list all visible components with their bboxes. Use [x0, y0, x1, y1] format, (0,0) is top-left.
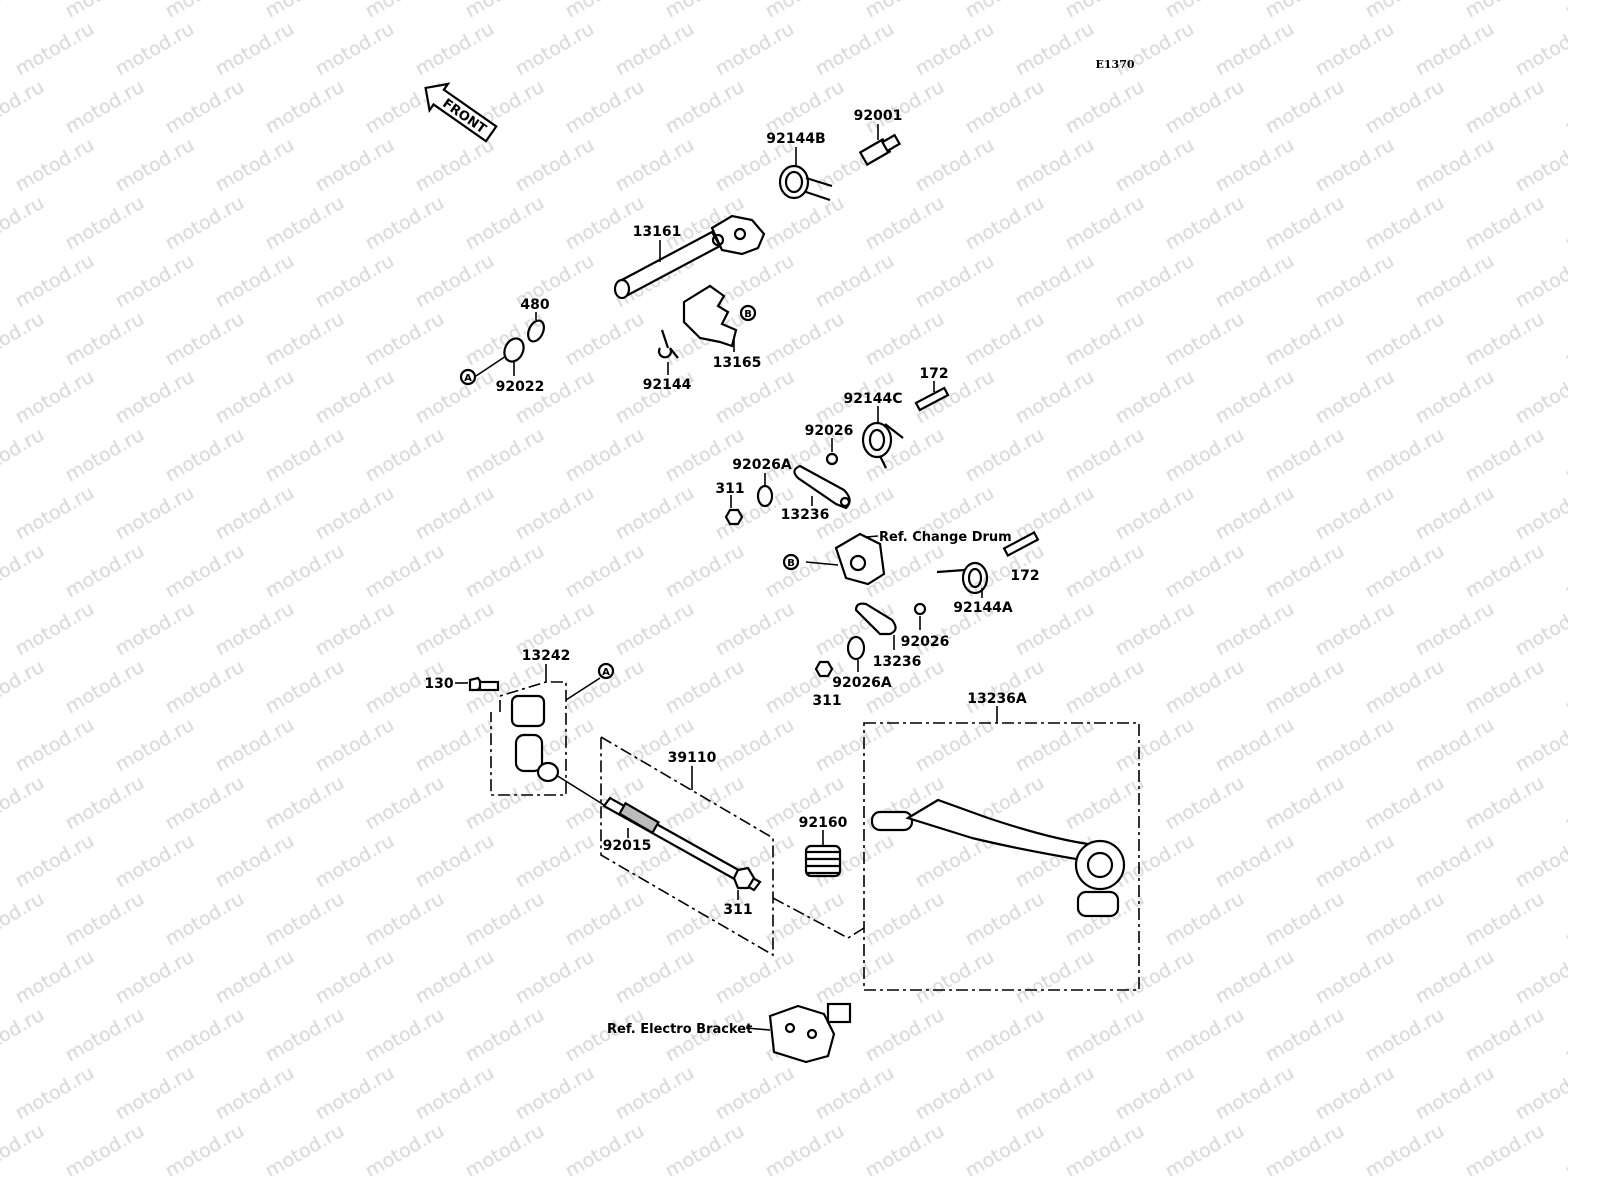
- pin-172-upper: [914, 381, 950, 412]
- part-label: 92026A: [832, 675, 892, 691]
- pin-172-lower: [1002, 530, 1040, 558]
- washer-92026A-upper: [756, 484, 774, 508]
- nut-311-upper: [724, 508, 744, 526]
- marker-b-label: B: [744, 309, 752, 320]
- marker-a-lower: A: [597, 662, 615, 680]
- box-13242: [490, 681, 567, 796]
- part-label: 13242: [522, 648, 571, 664]
- part-label: 13161: [633, 224, 682, 240]
- change-drum-cam: [805, 532, 886, 586]
- diagram-code: E1370: [1096, 58, 1135, 71]
- marker-b-lower: B: [782, 553, 800, 571]
- box-39110: [600, 735, 774, 957]
- part-label: 311: [812, 693, 841, 709]
- washer-92022: [475, 337, 525, 377]
- boot-92160: [804, 830, 842, 878]
- part-label: 172: [919, 366, 948, 382]
- part-label: 92144B: [766, 131, 825, 147]
- parts-diagram: E1370 FRONT: [0, 0, 1568, 1176]
- part-label: 13236: [781, 507, 830, 523]
- part-label: 92144A: [953, 600, 1013, 616]
- part-label: 311: [715, 481, 744, 497]
- part-label: 13165: [713, 355, 762, 371]
- spring-92144C: [861, 406, 904, 469]
- diagram-canvas: E1370 FRONT: [424, 58, 1140, 1064]
- marker-b-upper: B: [739, 304, 757, 322]
- part-label: 92026: [901, 634, 950, 650]
- marker-a-label: A: [464, 373, 472, 384]
- electro-bracket: [745, 1002, 852, 1064]
- bolt-130: [455, 676, 500, 692]
- lever-13242: [510, 694, 560, 783]
- washer-92026-lower: [913, 602, 927, 616]
- part-label: 172: [1010, 568, 1039, 584]
- part-label: 92026A: [732, 457, 792, 473]
- arm-13236-upper: [793, 464, 851, 510]
- front-arrow-icon: FRONT: [424, 82, 498, 143]
- part-label: 39110: [668, 750, 717, 766]
- marker-b-label: B: [787, 558, 795, 569]
- bolt-92001: [858, 124, 902, 167]
- ref-electro-bracket-label: Ref. Electro Bracket: [607, 1022, 752, 1037]
- spring-92144A: [936, 561, 989, 598]
- nut-311-lower: [814, 660, 834, 678]
- part-label: 92026: [805, 423, 854, 439]
- tie-rod-39110: [602, 796, 762, 892]
- part-label: 92015: [603, 838, 652, 854]
- part-label: 92022: [496, 379, 545, 395]
- watermark-layer: [0, 0, 1568, 1176]
- ref-change-drum-label: Ref. Change Drum: [879, 530, 1012, 545]
- part-label: 13236: [873, 654, 922, 670]
- spring-92144: [657, 329, 679, 375]
- washer-92026-upper: [825, 452, 839, 466]
- shift-pedal-13236A: [870, 798, 1126, 918]
- seal-480: [527, 312, 545, 343]
- part-label: 13236A: [967, 691, 1027, 707]
- part-label: 92001: [854, 108, 903, 124]
- part-label: 92144C: [844, 391, 903, 407]
- arm-13236-lower: [854, 602, 897, 650]
- shaft-13161: [613, 214, 766, 300]
- marker-a-upper: A: [459, 368, 477, 386]
- box-13236A: [863, 722, 1140, 991]
- marker-a-label: A: [602, 667, 610, 678]
- part-label: 480: [520, 297, 549, 313]
- part-label: 130: [424, 676, 453, 692]
- part-label: 92160: [799, 815, 848, 831]
- part-label: 311: [723, 902, 752, 918]
- washer-92026A-lower: [846, 635, 866, 661]
- spring-92144B: [778, 147, 833, 202]
- plate-13165: [682, 284, 738, 352]
- part-label: 92144: [643, 377, 692, 393]
